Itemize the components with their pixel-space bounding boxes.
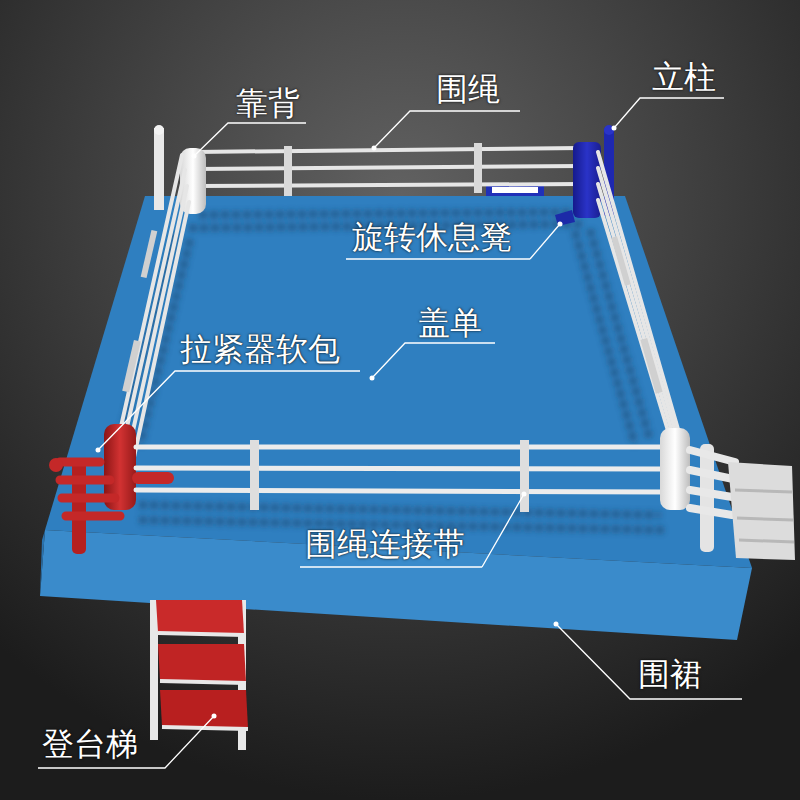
leader-line: [300, 494, 524, 567]
rope: [195, 148, 582, 186]
leader-dot: [212, 714, 217, 719]
rope-strap: [250, 440, 259, 510]
rope-strap: [284, 146, 292, 196]
part-label: 登台梯: [42, 727, 138, 762]
rope: [598, 168, 682, 454]
leader-line: [194, 123, 306, 156]
part-label: 旋转休息凳: [352, 220, 512, 255]
leader-dot: [370, 376, 375, 381]
corner-post-white: [154, 125, 164, 135]
corner-steps-white: [728, 462, 795, 560]
part-label: 围裙: [638, 657, 702, 692]
leader-line: [38, 98, 742, 768]
leader-line: [374, 111, 520, 148]
rope: [136, 468, 668, 469]
corner-post-white: [700, 444, 714, 552]
rope: [136, 445, 668, 450]
leader-dot: [96, 448, 101, 453]
rope: [195, 166, 582, 169]
rope: [598, 152, 680, 436]
rope: [195, 184, 582, 186]
rope-strap: [284, 143, 482, 196]
rope-strap: [122, 340, 141, 392]
platform: [45, 196, 752, 568]
stairs-red: [160, 690, 248, 728]
rope: [136, 447, 668, 492]
rope-strap: [640, 338, 662, 394]
stairs-red: [158, 633, 248, 729]
leader-dot: [558, 222, 563, 227]
corner-post-red: [49, 458, 63, 472]
platform: [40, 196, 752, 640]
part-label: 围绳连接带: [305, 527, 465, 562]
rest-stool: [555, 210, 575, 226]
leader-dot: [96, 126, 617, 719]
rope-strap: [611, 236, 631, 286]
part-label: 立柱: [652, 60, 716, 95]
rope-strap: [250, 440, 529, 512]
leader-line: [372, 343, 495, 378]
rope-strap: [520, 440, 529, 512]
part-label: 靠背: [236, 86, 300, 121]
corner-post-red: [60, 462, 120, 516]
leader-line: [614, 98, 724, 128]
stairs-red: [156, 600, 244, 634]
corner-steps-white: [735, 490, 794, 542]
leader-dot: [522, 492, 527, 497]
corner-post-white: [154, 128, 164, 210]
rest-stool: [492, 187, 538, 193]
rope: [195, 148, 582, 152]
stairs-red: [150, 600, 158, 740]
leader-line: [98, 371, 360, 450]
rope: [120, 170, 185, 458]
corner-post-white: [660, 428, 738, 552]
leader-dot: [372, 146, 377, 151]
corner-post-red: [138, 472, 168, 484]
part-label: 盖单: [418, 306, 482, 341]
leader-line: [38, 716, 214, 768]
corner-post-white: [660, 428, 690, 510]
leader-dot: [612, 126, 617, 131]
rope-strap: [141, 230, 158, 278]
rope-shadow: [140, 505, 660, 515]
rope-strap: [474, 143, 482, 193]
stairs-red: [158, 644, 246, 682]
leader-dot: [554, 622, 559, 627]
corner-steps-white: [728, 462, 795, 560]
part-label: 围绳: [436, 72, 500, 107]
stairs-red: [150, 600, 248, 750]
part-label: 拉紧器软包: [180, 332, 340, 367]
corner-post-red: [72, 458, 86, 554]
rope-shadow: [200, 212, 575, 215]
leader-line: [556, 624, 742, 699]
rope: [136, 490, 668, 492]
leader-dot: [192, 154, 197, 159]
